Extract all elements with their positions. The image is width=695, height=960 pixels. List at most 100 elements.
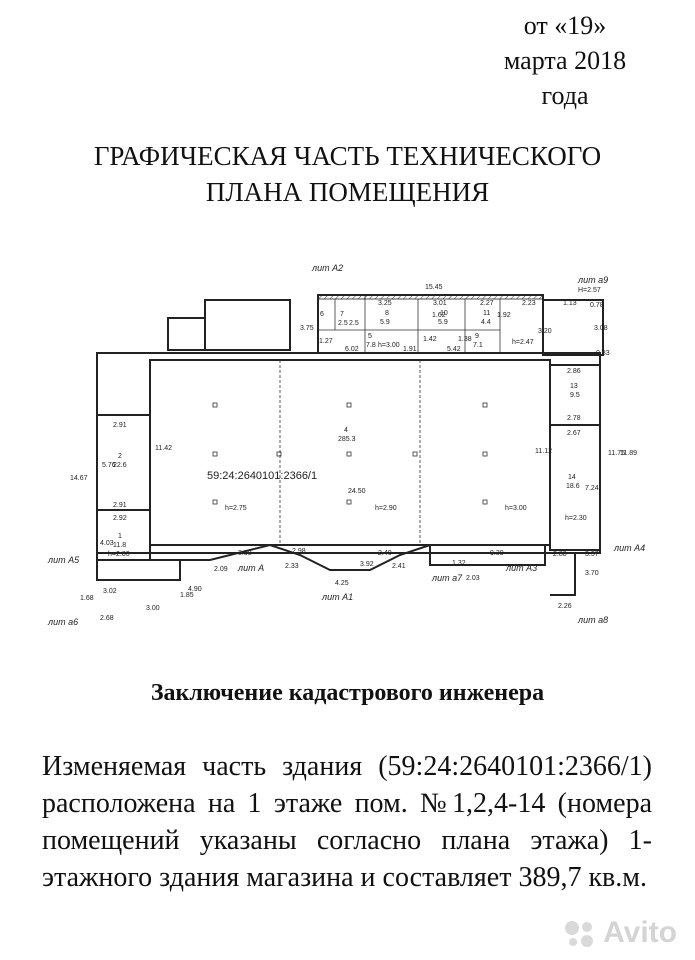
- svg-text:6.02: 6.02: [345, 346, 359, 353]
- svg-text:3.20: 3.20: [538, 328, 552, 335]
- svg-text:2.91: 2.91: [113, 422, 127, 429]
- room-7-number: 7: [340, 311, 344, 318]
- liter-a2: лит А2: [311, 263, 343, 273]
- room-1-number: 1: [118, 533, 122, 540]
- svg-text:7.24: 7.24: [585, 485, 599, 492]
- liter-a3: лит А3: [505, 563, 537, 573]
- room-10-number: 10: [440, 310, 448, 317]
- svg-text:3.02: 3.02: [103, 588, 117, 595]
- svg-text:3.00: 3.00: [146, 605, 160, 612]
- annex-top-left: [204, 299, 291, 351]
- room-6-area: 2.5: [338, 320, 348, 327]
- title-line-2: ПЛАНА ПОМЕЩЕНИЯ: [205, 177, 490, 207]
- svg-text:1.85: 1.85: [180, 592, 194, 599]
- svg-text:2.26: 2.26: [558, 603, 572, 610]
- svg-text:2.68: 2.68: [100, 615, 114, 622]
- outer-wall: [96, 352, 601, 554]
- svg-text:4.25: 4.25: [335, 580, 349, 587]
- watermark-text: Avito: [603, 916, 677, 949]
- svg-text:4.03: 4.03: [100, 540, 114, 547]
- room-4-number: 4: [344, 427, 348, 434]
- annex-a9: [542, 299, 604, 356]
- room-13-area: 9.5: [570, 392, 580, 399]
- svg-text:11.89: 11.89: [620, 450, 637, 457]
- room-5-area: 7.8: [366, 342, 376, 349]
- main-hall-outline: [149, 359, 551, 546]
- svg-text:2.23: 2.23: [522, 300, 536, 307]
- svg-text:2.92: 2.92: [113, 515, 127, 522]
- room-2-area: 22.6: [113, 462, 127, 469]
- liter-a1: лит А1: [321, 592, 353, 602]
- room-14-area: 18.6: [566, 483, 580, 490]
- svg-text:2.09: 2.09: [214, 566, 228, 573]
- cadastral-number: 59:24:2640101:2366/1: [207, 470, 317, 482]
- front-facade: [149, 543, 550, 571]
- room-10-area: 5.9: [438, 319, 448, 326]
- height-label: h=2.47: [512, 339, 534, 346]
- svg-text:9.39: 9.39: [490, 550, 504, 557]
- height-label: h=3.00: [505, 505, 527, 512]
- room-6-number: 6: [320, 311, 324, 318]
- svg-text:3.08: 3.08: [594, 325, 608, 332]
- svg-text:2.41: 2.41: [392, 563, 406, 570]
- entrance-a6: [96, 560, 181, 581]
- room-4-area: 285.3: [338, 436, 356, 443]
- room-5-number: 5: [368, 333, 372, 340]
- liter-a6: лит а6: [47, 617, 78, 627]
- height-label: H=2.57: [578, 287, 601, 294]
- svg-text:3.75: 3.75: [300, 325, 314, 332]
- liter-a8: лит а8: [577, 615, 608, 625]
- room-11-number: 11: [483, 310, 490, 317]
- room-11-area: 4.4: [481, 319, 491, 326]
- svg-text:15.45: 15.45: [425, 284, 443, 291]
- porch-a7: [429, 545, 546, 566]
- conclusion-title: Заключение кадастрового инженера: [150, 680, 545, 706]
- height-label: h=2.30: [565, 515, 587, 522]
- liter-a7: лит а7: [431, 573, 463, 583]
- svg-text:3.70: 3.70: [585, 570, 599, 577]
- svg-text:2.33: 2.33: [285, 563, 299, 570]
- svg-text:11.75: 11.75: [608, 450, 625, 457]
- columns: [212, 402, 488, 505]
- room-8-number: 8: [385, 310, 389, 317]
- svg-text:1.27: 1.27: [319, 338, 333, 345]
- room-14-outline: [549, 424, 601, 551]
- svg-text:3.37: 3.37: [585, 551, 599, 558]
- svg-text:3.25: 3.25: [378, 300, 392, 307]
- height-label: h=2.90: [375, 505, 397, 512]
- svg-text:2.27: 2.27: [480, 300, 494, 307]
- liter-a: лит А: [237, 563, 264, 573]
- height-label: h=2.75: [225, 505, 247, 512]
- room-2-number: 2: [118, 453, 122, 460]
- annex-step: [167, 317, 206, 351]
- date-line-1: от «19»: [523, 11, 607, 40]
- height-label: h=2.80: [108, 551, 130, 558]
- svg-text:1.38: 1.38: [458, 336, 472, 343]
- svg-text:2.78: 2.78: [567, 415, 581, 422]
- svg-text:3.01: 3.01: [433, 300, 447, 307]
- svg-text:0.78: 0.78: [590, 302, 604, 309]
- date-line-3: года: [541, 81, 589, 110]
- svg-text:1.92: 1.92: [497, 312, 511, 319]
- room-7-area: 2.5: [349, 320, 359, 327]
- room-8-area: 5.9: [380, 319, 390, 326]
- svg-text:11.42: 11.42: [155, 445, 172, 452]
- svg-text:3.88: 3.88: [238, 550, 252, 557]
- svg-text:2.98: 2.98: [292, 548, 306, 555]
- svg-text:2.03: 2.03: [466, 575, 480, 582]
- svg-text:1.32: 1.32: [452, 560, 466, 567]
- svg-text:3.92: 3.92: [360, 561, 374, 568]
- date-line-2: марта 2018: [503, 46, 627, 75]
- liter-a5: лит А5: [47, 555, 80, 565]
- height-label: h=3.00: [378, 342, 400, 349]
- svg-text:1.62: 1.62: [432, 312, 446, 319]
- svg-text:11.12: 11.12: [535, 448, 552, 455]
- svg-text:2.91: 2.91: [113, 502, 127, 509]
- room-1-area: 11.8: [113, 542, 126, 549]
- svg-text:2.40: 2.40: [378, 550, 392, 557]
- document-date: от «19» марта 2018 года: [470, 8, 660, 113]
- svg-text:2.86: 2.86: [567, 368, 581, 375]
- room-13-number: 13: [570, 383, 578, 390]
- avito-logo-icon: [565, 921, 594, 948]
- svg-text:5.42: 5.42: [447, 346, 461, 353]
